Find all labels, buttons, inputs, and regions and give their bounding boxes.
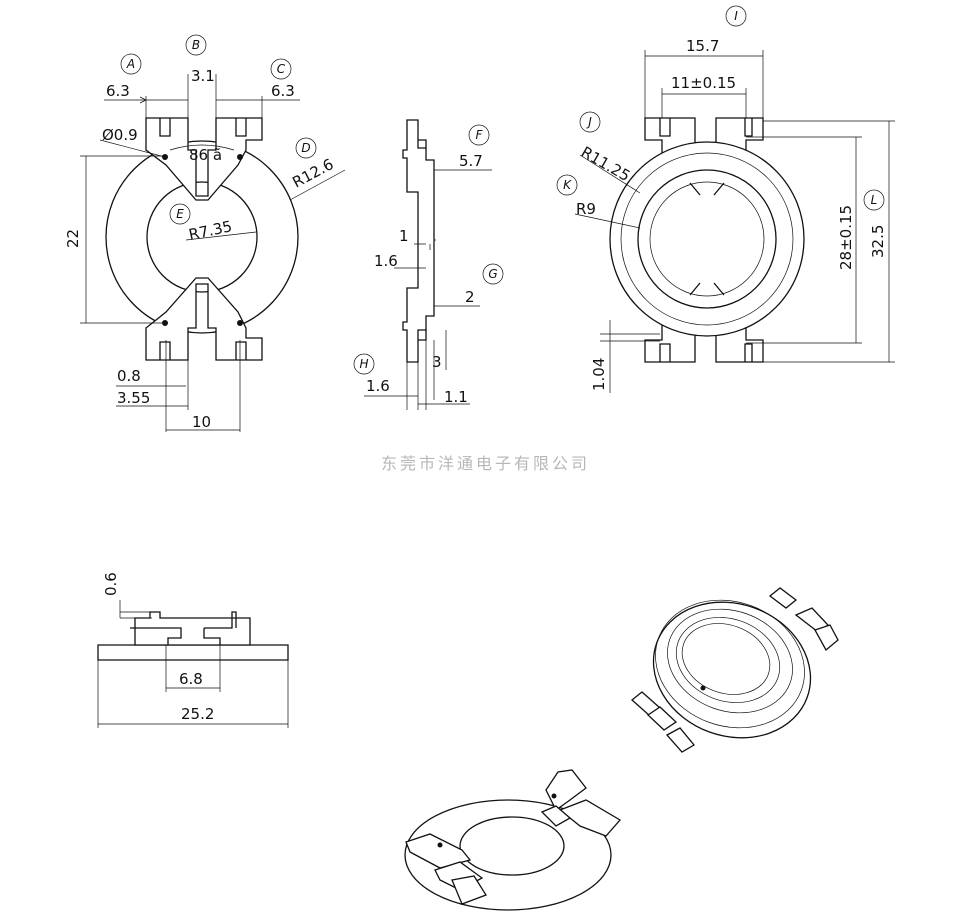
right-view: I J K L 15.7 11±0.15 R11.25 R9 28±0.15 3…	[556, 5, 895, 393]
side-view: F G H 5.7 1 1.6 2 3 1.6 1.1	[353, 119, 504, 410]
bottom-base	[97, 644, 289, 661]
dim-height-inner: 28±0.15	[837, 205, 855, 270]
front-hole-br	[237, 320, 243, 326]
dim-1: 1	[399, 227, 409, 245]
dim-b: 3.1	[191, 67, 215, 85]
dim-3: 3	[432, 353, 442, 371]
right-mid-ring	[620, 152, 794, 326]
bottom-view: 0.6 6.8 25.2	[97, 572, 289, 728]
dim-inner-width: 11±0.15	[671, 74, 736, 92]
iso-view-closed	[630, 587, 839, 753]
label-d: D	[301, 141, 310, 155]
right-inner-ring	[637, 169, 777, 309]
label-j: J	[586, 115, 592, 129]
label-j-circle	[579, 111, 601, 133]
dim-r-outer: R11.25	[578, 143, 633, 185]
front-inner-bore	[146, 181, 258, 293]
label-a-circle	[120, 53, 142, 75]
dim-16: 1.6	[374, 252, 398, 270]
label-c: C	[277, 62, 286, 76]
dim-g: 2	[465, 288, 475, 306]
label-l: L	[871, 193, 878, 207]
dim-f: 5.7	[459, 152, 483, 170]
label-b-circle	[185, 34, 207, 56]
label-e: E	[176, 207, 184, 221]
dim-11: 1.1	[444, 388, 468, 406]
label-c-circle	[270, 58, 292, 80]
label-b: B	[192, 38, 200, 52]
front-hole-tr	[237, 154, 243, 160]
dim-width: 15.7	[686, 37, 719, 55]
dim-span: 10	[192, 413, 211, 431]
label-h-circle	[353, 353, 375, 375]
dim-h: 1.6	[366, 377, 390, 395]
label-a: A	[126, 57, 135, 71]
dim-tab: 1.04	[590, 358, 608, 391]
right-bore	[649, 181, 765, 297]
dim-c: 6.3	[271, 82, 295, 100]
dim-outer-radius: R12.6	[289, 155, 336, 191]
dim-total: 25.2	[181, 705, 214, 723]
iso-view-split	[404, 769, 622, 911]
dim-a: 6.3	[106, 82, 130, 100]
label-k: K	[563, 178, 572, 192]
dim-pin-offset: 3.55	[117, 389, 150, 407]
label-f: F	[476, 128, 484, 142]
label-i-circle	[725, 5, 747, 27]
label-d-circle	[295, 137, 317, 159]
company-name: 东莞市洋通电子有限公司	[381, 454, 590, 473]
front-bottom-tabs	[145, 277, 263, 361]
dim-pin-width: 0.8	[117, 367, 141, 385]
dim-height-total: 32.5	[869, 225, 887, 258]
label-h: H	[359, 357, 368, 371]
dim-angle: 86 ã	[189, 146, 222, 164]
label-l-circle	[863, 189, 885, 211]
label-e-circle	[169, 203, 191, 225]
label-f-circle	[468, 124, 490, 146]
dim-center: 6.8	[179, 670, 203, 688]
dim-thickness: 0.6	[102, 572, 120, 596]
front-view: A B C D E 6.3 3.1 6.3 Ø0.9 86 ã R12.6 R7…	[64, 34, 346, 432]
label-g: G	[488, 267, 497, 281]
dim-height: 22	[64, 229, 82, 248]
dim-r-inner: R9	[576, 200, 596, 218]
label-k-circle	[556, 174, 578, 196]
side-profile	[402, 119, 435, 363]
dim-hole: Ø0.9	[102, 126, 138, 144]
label-i: I	[734, 9, 738, 23]
label-g-circle	[482, 263, 504, 285]
